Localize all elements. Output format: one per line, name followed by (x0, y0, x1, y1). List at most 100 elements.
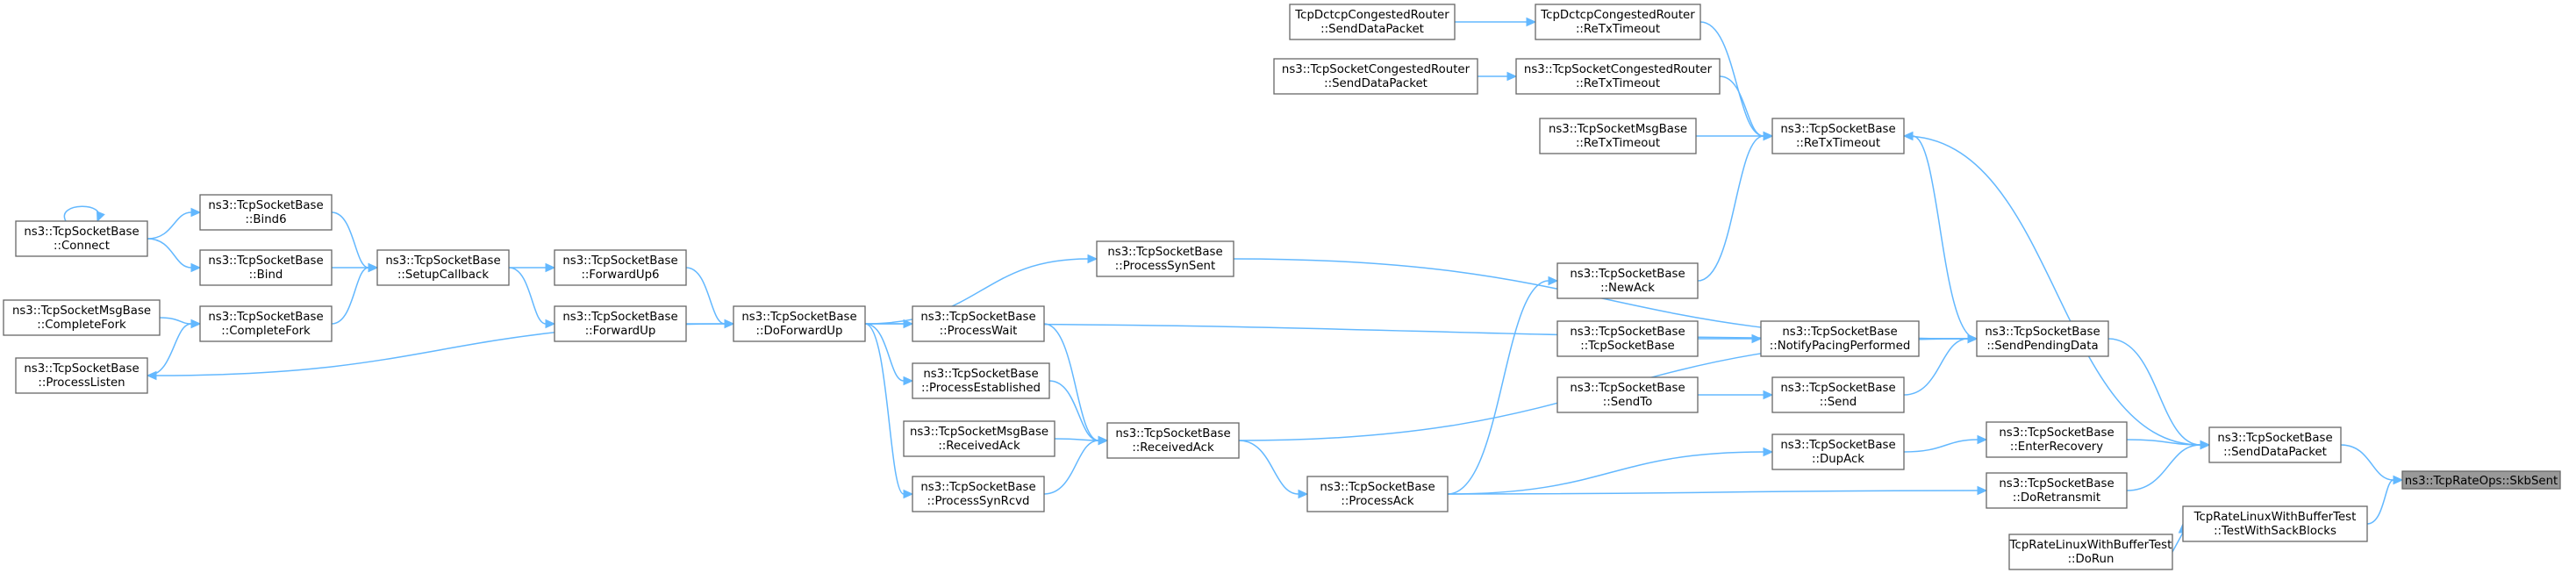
edge-doretx-to-sdp (2126, 440, 2211, 491)
node-msgcompletefork[interactable]: ns3::TcpSocketMsgBase::CompleteFork (3, 299, 161, 336)
node-box (2008, 534, 2173, 570)
edge-dfu-to-psynrcvd (864, 323, 914, 499)
node-psynsent[interactable]: ns3::TcpSocketBase::ProcessSynSent (1096, 240, 1234, 277)
node-label: TcpRateLinuxWithBufferTest (2193, 511, 2357, 524)
node-rtx[interactable]: ns3::TcpSocketBase::ReTxTimeout (1771, 118, 1905, 154)
node-dupack[interactable]: ns3::TcpSocketBase::DupAck (1771, 433, 1905, 470)
node-label: ::EnterRecovery (2010, 440, 2103, 454)
edge-arrowhead (1506, 71, 1518, 82)
node-label: ::Bind (249, 269, 283, 282)
node-box (15, 220, 148, 257)
node-label: ns3::TcpSocketBase (741, 311, 856, 324)
node-trtest[interactable]: TcpRateLinuxWithBufferTest::TestWithSack… (2182, 505, 2368, 542)
edge-sendto-to-send (1697, 390, 1774, 400)
node-label: ::SendTo (1603, 396, 1652, 409)
edge-arrowhead (1526, 17, 1537, 27)
node-bind[interactable]: ns3::TcpSocketBase::Bind (199, 249, 333, 286)
node-pwait[interactable]: ns3::TcpSocketBase::ProcessWait (912, 305, 1045, 342)
node-dfu[interactable]: ns3::TcpSocketBase::DoForwardUp (733, 305, 866, 342)
edge-line (864, 323, 905, 495)
node-box (912, 362, 1050, 399)
edge-setupcb-to-fu (508, 267, 556, 329)
edge-procack-to-dupack (1447, 447, 1774, 495)
edge-arrowhead (1763, 447, 1774, 457)
node-congrtx[interactable]: ns3::TcpSocketCongestedRouter::ReTxTimeo… (1515, 58, 1721, 95)
edge-arrowhead (2393, 475, 2404, 485)
node-label: ns3::TcpSocketCongestedRouter (1282, 63, 1470, 76)
edge-arrowhead (146, 370, 157, 381)
node-box (554, 249, 687, 286)
node-box (1273, 58, 1478, 95)
node-sendto[interactable]: ns3::TcpSocketBase::SendTo (1556, 376, 1699, 413)
node-label: ns3::TcpSocketBase (923, 368, 1038, 381)
node-connect[interactable]: ns3::TcpSocketBase::Connect (15, 220, 148, 257)
node-ctor[interactable]: ns3::TcpSocketBase::TcpSocketBase (1556, 320, 1699, 357)
node-completefork[interactable]: ns3::TcpSocketBase::CompleteFork (199, 305, 333, 342)
node-label: ns3::TcpSocketBase (920, 481, 1035, 494)
node-label: ns3::TcpSocketBase (1780, 123, 1895, 136)
edge-line (147, 211, 192, 240)
edge-procack-to-doretx (1447, 485, 1988, 496)
node-label: ns3::TcpSocketBase (1999, 477, 2114, 491)
edge-line (2126, 439, 2201, 446)
node-label: ::ForwardUp (585, 325, 656, 338)
node-box (912, 305, 1045, 342)
node-send[interactable]: ns3::TcpSocketBase::Send (1771, 376, 1905, 413)
node-setupcb[interactable]: ns3::TcpSocketBase::SetupCallback (376, 249, 510, 286)
node-label: ns3::TcpSocketBase (1115, 427, 1230, 440)
edge-arrowhead (1977, 485, 1988, 496)
node-fu6[interactable]: ns3::TcpSocketBase::ForwardUp6 (554, 249, 687, 286)
edge-arrowhead (368, 262, 379, 273)
function-nodes: ns3::TcpRateOps::SkbSent ns3::TcpSocketBa… (3, 4, 2561, 570)
node-box (2182, 505, 2368, 542)
node-spd[interactable]: ns3::TcpSocketBase::SendPendingData (1976, 320, 2109, 357)
edge-arrowhead (1967, 333, 1979, 344)
node-msgrtx[interactable]: ns3::TcpSocketMsgBase::ReTxTimeout (1539, 118, 1697, 154)
node-msgrecvack[interactable]: ns3::TcpSocketMsgBase::ReceivedAck (903, 420, 1055, 457)
edge-line (1719, 75, 1764, 137)
node-congsdp[interactable]: ns3::TcpSocketCongestedRouter::SendDataP… (1273, 58, 1478, 95)
node-sdp[interactable]: ns3::TcpSocketBase::SendDataPacket (2208, 426, 2342, 463)
node-box (903, 420, 1055, 457)
node-recvack[interactable]: ns3::TcpSocketBase::ReceivedAck (1106, 422, 1240, 459)
node-box (1289, 4, 1456, 40)
edge-line (864, 323, 1969, 340)
node-dctcpsdp[interactable]: TcpDctcpCongestedRouter::SendDataPacket (1289, 4, 1456, 40)
node-newack[interactable]: ns3::TcpSocketBase::NewAck (1556, 262, 1699, 299)
node-label: ns3::TcpSocketBase (562, 311, 677, 324)
node-doretx[interactable]: ns3::TcpSocketBase::DoRetransmit (1986, 472, 2128, 509)
node-root[interactable]: ns3::TcpRateOps::SkbSent (2401, 470, 2561, 490)
node-label: ::SendDataPacket (1324, 77, 1428, 90)
node-label: ::ReceivedAck (1132, 441, 1214, 455)
edge-congrtx-to-rtx (1719, 75, 1774, 141)
node-trdorun[interactable]: TcpRateLinuxWithBufferTest::DoRun (2008, 534, 2173, 570)
node-fu[interactable]: ns3::TcpSocketBase::ForwardUp (554, 305, 687, 342)
node-psynrcvd[interactable]: ns3::TcpSocketBase::ProcessSynRcvd (912, 476, 1045, 512)
edge-arrowhead (903, 489, 914, 499)
edge-congsdp-to-congrtx (1478, 71, 1518, 82)
edge-line (1903, 439, 1979, 453)
edge-arrowhead (1977, 434, 1988, 445)
node-label: TcpRateLinuxWithBufferTest (2009, 539, 2172, 552)
node-procack[interactable]: ns3::TcpSocketBase::ProcessAck (1306, 476, 1449, 512)
node-dctcprtx[interactable]: TcpDctcpCongestedRouter::ReTxTimeout (1535, 4, 1701, 40)
edge-arrowhead (1098, 435, 1109, 446)
node-box (1986, 421, 2128, 458)
edge-line (1699, 21, 1764, 137)
node-notify[interactable]: ns3::TcpSocketBase::NotifyPacingPerforme… (1760, 320, 1920, 357)
edge-line (2172, 532, 2184, 553)
node-label: ::DoRun (2068, 553, 2114, 566)
node-bind6[interactable]: ns3::TcpSocketBase::Bind6 (199, 194, 333, 231)
node-box (1539, 118, 1697, 154)
node-label: ::SendDataPacket (2223, 446, 2327, 459)
node-pest[interactable]: ns3::TcpSocketBase::ProcessEstablished (912, 362, 1050, 399)
node-box (2401, 470, 2561, 490)
node-label: ns3::TcpSocketBase (1570, 326, 1685, 339)
node-label: ::ReTxTimeout (1576, 23, 1660, 36)
edge-line (1697, 135, 1764, 282)
node-plisten[interactable]: ns3::TcpSocketBase::ProcessListen (15, 357, 148, 394)
node-label: ::DoRetransmit (2013, 491, 2100, 505)
node-enterrec[interactable]: ns3::TcpSocketBase::EnterRecovery (1986, 421, 2128, 458)
node-label: ns3::TcpRateOps::SkbSent (2405, 475, 2558, 488)
edge-line (1912, 135, 1978, 340)
